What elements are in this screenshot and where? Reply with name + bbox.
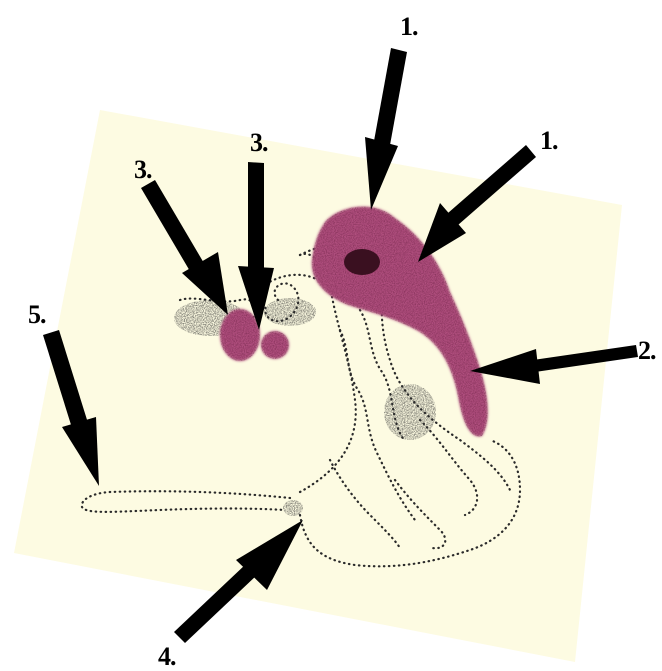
- label-1-top: 1.: [400, 14, 418, 40]
- label-3-mid: 3.: [250, 130, 268, 156]
- label-4: 4.: [158, 644, 176, 670]
- label-5: 5.: [28, 302, 46, 328]
- label-3-left: 3.: [134, 157, 152, 183]
- label-1-right: 1.: [540, 128, 558, 154]
- specimen-card: [14, 110, 622, 662]
- label-2: 2.: [638, 338, 656, 364]
- dark-nucleus: [344, 249, 380, 275]
